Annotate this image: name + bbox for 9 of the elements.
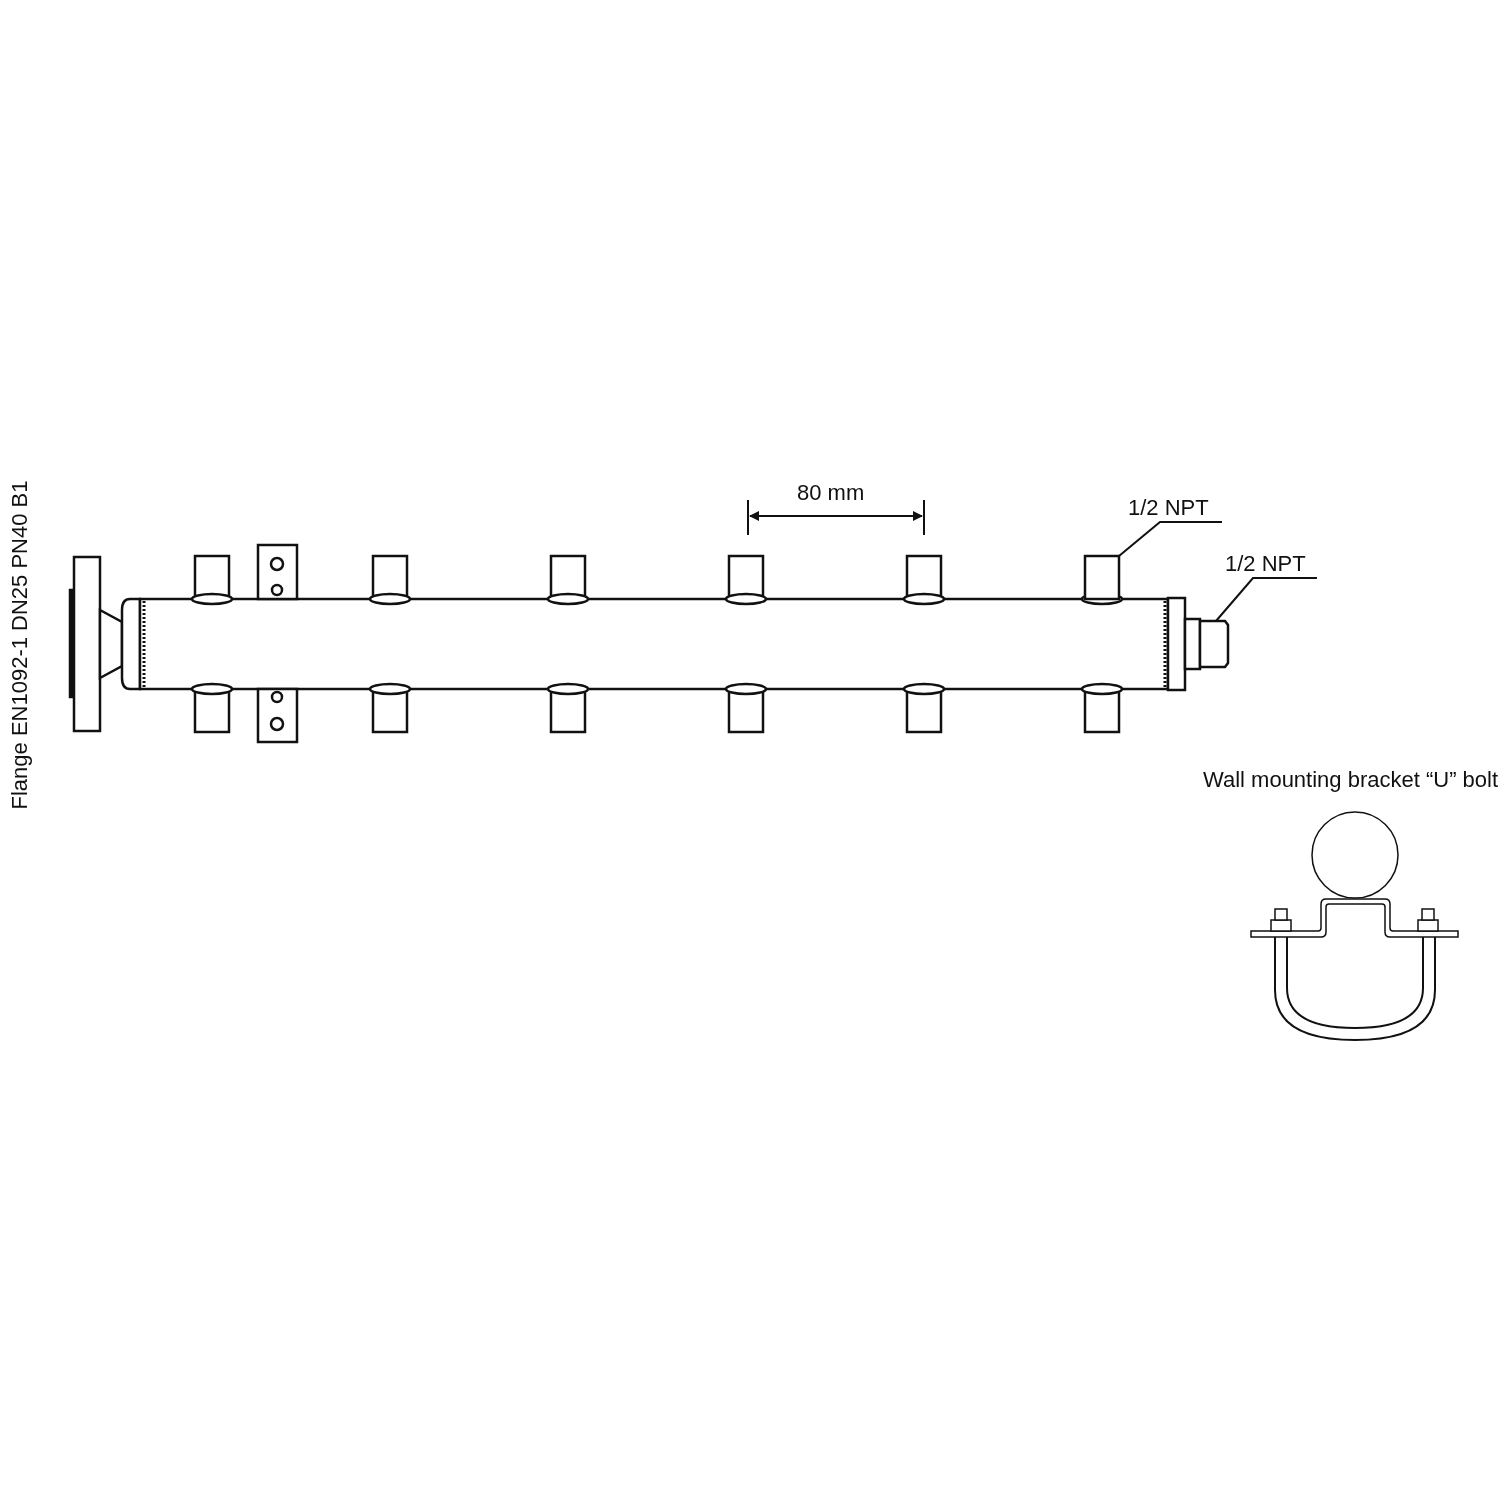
leader-line (1118, 521, 1223, 557)
leader-line (1215, 577, 1318, 622)
flange-label: Flange EN1092-1 DN25 PN40 B1 (7, 480, 33, 810)
threaded-end (1198, 619, 1230, 669)
pipe-outlet (1083, 554, 1121, 601)
dimension-label: 80 mm (797, 480, 865, 506)
caption: Wall mounting bracket “U” bolt (1203, 767, 1499, 793)
callout-label: 1/2 NPT (1225, 551, 1306, 577)
callout-label: 1/2 NPT (1128, 495, 1209, 521)
